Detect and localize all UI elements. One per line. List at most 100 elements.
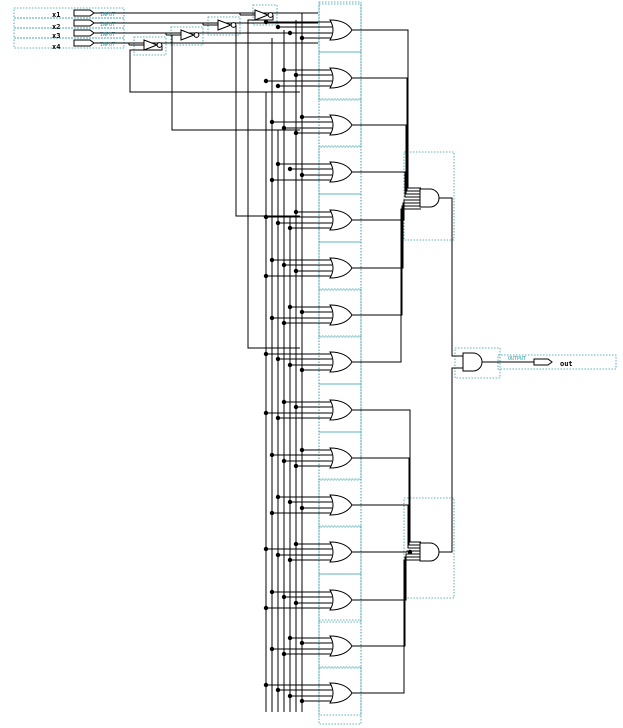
input-pin-text-3: INPUT — [100, 32, 115, 38]
junction-dot — [299, 505, 305, 511]
frames-layer — [13, 1, 617, 725]
not-gate-x3 — [180, 29, 196, 41]
or-gate-8 — [329, 351, 353, 373]
junction-dot — [293, 209, 299, 215]
and-upper-input — [352, 124, 421, 195]
junction-dot — [275, 415, 281, 421]
junction-dot — [275, 687, 281, 693]
or-gate-frame — [318, 573, 362, 623]
junction-dot — [263, 410, 269, 416]
junction-dot — [263, 546, 269, 552]
junction-dot — [299, 367, 305, 373]
or-gate-2 — [329, 67, 353, 89]
junction-dot — [281, 262, 287, 268]
nx2-wire — [235, 25, 300, 217]
junction-dot — [269, 177, 275, 183]
input-label-x1: x1 — [52, 11, 60, 19]
not-gate-x1 — [254, 9, 270, 21]
junction-dot — [281, 458, 287, 464]
junction-dot — [269, 510, 275, 516]
not-gate-x2-bubble — [230, 22, 237, 28]
and-lower-input — [352, 559, 421, 694]
junction-dot — [269, 119, 275, 125]
junctions-layer — [263, 19, 413, 704]
junction-dot — [287, 557, 293, 563]
junction-dot — [263, 273, 269, 279]
and-upper-input — [352, 199, 421, 221]
junction-dot — [293, 600, 299, 606]
junction-dot — [275, 552, 281, 558]
and-lower-out — [439, 367, 464, 553]
and-final-frame — [454, 347, 501, 379]
junction-dot — [281, 125, 287, 131]
and-upper-input — [352, 205, 421, 316]
input-pin-3 — [73, 29, 95, 37]
junction-dot — [293, 541, 299, 547]
not-frame — [170, 26, 204, 46]
input-pin-text-4: INPUT — [100, 42, 115, 48]
junction-dot — [287, 693, 293, 699]
junction-dot — [287, 362, 293, 368]
or-gate-frame — [318, 288, 362, 338]
input-label-x2: x2 — [52, 23, 60, 31]
and-lower-frame — [403, 497, 455, 599]
junction-dot — [287, 225, 293, 231]
not-gate-x4-bubble — [156, 42, 163, 48]
or-gate-6 — [329, 257, 353, 279]
junction-dot — [293, 72, 299, 78]
junction-dot — [299, 640, 305, 646]
junction-dot — [293, 463, 299, 469]
and-upper-input — [352, 77, 421, 192]
and-lower-input — [352, 409, 421, 543]
and-lower-input — [352, 457, 421, 546]
junction-dot — [287, 30, 293, 36]
junction-dot — [299, 35, 305, 41]
junction-dot — [281, 320, 287, 326]
input-label-x4: x4 — [52, 43, 60, 51]
junction-dot — [269, 589, 275, 595]
junction-dot — [299, 447, 305, 453]
and-upper-input — [352, 202, 421, 269]
or-gate-15 — [329, 682, 353, 704]
junction-dot — [263, 605, 269, 611]
and-upper-frame — [403, 151, 455, 241]
junction-dot — [269, 452, 275, 458]
junction-dot — [299, 698, 305, 704]
junction-dot — [275, 356, 281, 362]
and-lower-input — [352, 550, 421, 553]
and-upper-input — [352, 208, 421, 363]
not-gate-x1-bubble — [267, 12, 274, 18]
or-gate-12 — [329, 541, 353, 563]
input-pin-1 — [73, 9, 95, 17]
junction-dot — [281, 399, 287, 405]
junction-dot — [275, 494, 281, 500]
output-pin — [533, 358, 553, 366]
junction-dot — [287, 635, 293, 641]
input-pin-text-1: INPUT — [100, 12, 115, 18]
or-gate-frame — [318, 666, 362, 716]
or-gate-1 — [329, 19, 353, 41]
or-gate-5 — [329, 209, 353, 231]
not-gate-x3-bubble — [193, 32, 200, 38]
junction-dot — [287, 166, 293, 172]
or-gate-4 — [329, 161, 353, 183]
gates-layer — [73, 9, 553, 704]
or-gate-11 — [329, 494, 353, 516]
junction-dot — [275, 220, 281, 226]
wires-layer — [94, 12, 534, 712]
junction-dot — [293, 130, 299, 136]
junction-dot — [269, 315, 275, 321]
junction-dot — [275, 161, 281, 167]
junction-dot — [281, 651, 287, 657]
junction-dot — [293, 268, 299, 274]
junction-dot — [407, 549, 413, 555]
junction-dot — [287, 499, 293, 505]
junction-dot — [281, 594, 287, 600]
input-pin-2 — [73, 19, 95, 27]
junction-dot — [281, 67, 287, 73]
junction-dot — [269, 646, 275, 652]
junction-dot — [299, 309, 305, 315]
junction-dot — [299, 172, 305, 178]
nx4-wire — [129, 45, 300, 93]
